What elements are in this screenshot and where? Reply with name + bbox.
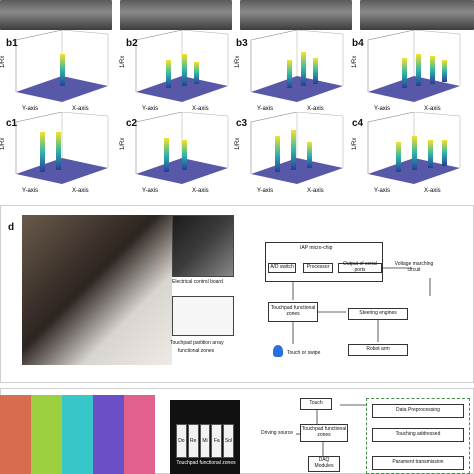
c-y-label-4: Y-axis — [374, 188, 390, 194]
c-plot-1: 1/RxY-axis X-axis — [0, 112, 109, 194]
c-x-label-3: X-axis — [307, 188, 324, 194]
touchpad-box: Touchpad functional zones — [268, 302, 318, 322]
b-plot-2: 1/RxY-axis X-axis — [120, 30, 229, 112]
c-plot-2: 1/RxY-axis X-axis — [120, 112, 229, 194]
label-c1: c1 — [6, 118, 18, 129]
b-y-axis-title-4: 1/Rx — [352, 56, 358, 68]
control-board-photo — [172, 215, 234, 277]
label-b4: b4 — [352, 38, 364, 49]
color-stripe-3 — [62, 395, 93, 474]
b-y-label-1: Y-axis — [22, 106, 38, 112]
e-touchpad-box: Touchpad functional zones — [300, 424, 348, 442]
c-plot-4: 1/RxY-axis X-axis — [352, 112, 461, 194]
ad-switch-box: A/D switch — [268, 263, 296, 273]
b-y-label-4: Y-axis — [374, 106, 390, 112]
label-b1: b1 — [6, 38, 18, 49]
zones-caption: functional zones — [178, 348, 215, 354]
c-y-axis-title-2: 1/Rx — [120, 138, 126, 150]
b-plot-1: 1/RxY-axis X-axis — [0, 30, 109, 112]
label-c2: c2 — [126, 118, 138, 129]
photo-hand-3 — [240, 0, 352, 30]
b-y-axis-title-3: 1/Rx — [235, 56, 241, 68]
output-box: Output of serial ports — [338, 261, 382, 273]
b-y-label-3: Y-axis — [257, 106, 273, 112]
c-y-axis-title-3: 1/Rx — [235, 138, 241, 150]
c-x-label-1: X-axis — [72, 188, 89, 194]
touchpad-array-image — [172, 296, 234, 336]
b-x-label-2: X-axis — [192, 106, 209, 112]
robot-arm-photo — [22, 215, 172, 365]
label-d: d — [8, 222, 15, 233]
touch-label: Touch or swipe — [287, 350, 321, 356]
color-stripe-5 — [124, 395, 155, 474]
label-c4: c4 — [352, 118, 364, 129]
steering-box: Steering engines — [348, 308, 408, 320]
c-y-label-3: Y-axis — [257, 188, 273, 194]
key-sol[interactable]: Sol — [223, 424, 234, 458]
board-caption: Electrical control board — [172, 279, 223, 285]
key-re[interactable]: Re — [187, 424, 199, 458]
photo-hand-1 — [0, 0, 112, 30]
c-x-label-4: X-axis — [424, 188, 441, 194]
b-plot-4: 1/RxY-axis X-axis — [352, 30, 461, 112]
e-daq-box: DAQ Modules — [308, 456, 340, 472]
b-x-label-1: X-axis — [72, 106, 89, 112]
b-x-label-3: X-axis — [307, 106, 324, 112]
b-y-axis-title-1: 1/Rx — [0, 56, 6, 68]
label-b2: b2 — [126, 38, 138, 49]
photo-hand-4 — [360, 0, 474, 30]
b-y-axis-title-2: 1/Rx — [120, 56, 126, 68]
c-x-label-2: X-axis — [192, 188, 209, 194]
color-stripe-2 — [31, 395, 62, 474]
array-caption: Touchpad partition array — [170, 340, 224, 346]
c-plot-3: 1/RxY-axis X-axis — [235, 112, 344, 194]
b-x-label-4: X-axis — [424, 106, 441, 112]
key-do[interactable]: Do — [176, 424, 187, 458]
e-driving-box: Driving source — [258, 428, 296, 440]
b-plot-3: 1/RxY-axis X-axis — [235, 30, 344, 112]
e-addressed-box: Touching addressed — [372, 428, 464, 442]
e-transmission-box: Parament transmission — [372, 456, 464, 470]
e-preprocess-box: Data Preprocessing — [372, 404, 464, 418]
processor-box: Processor — [303, 263, 333, 273]
chip-label: IAP micro-chip — [300, 245, 333, 251]
color-stripe-4 — [93, 395, 124, 474]
key-fa[interactable]: Fa — [211, 424, 223, 458]
finger-icon — [273, 345, 283, 357]
c-y-axis-title-1: 1/Rx — [0, 138, 6, 150]
c-y-axis-title-4: 1/Rx — [352, 138, 358, 150]
e-touchpad-caption: Touchpad functional zones — [176, 460, 236, 466]
color-stripe-1 — [0, 395, 31, 474]
chip-outline — [265, 242, 383, 282]
label-c3: c3 — [236, 118, 248, 129]
b-y-label-2: Y-axis — [142, 106, 158, 112]
photo-hand-2 — [120, 0, 232, 30]
label-b3: b3 — [236, 38, 248, 49]
key-mi[interactable]: Mi — [199, 424, 211, 458]
d-arrows — [292, 267, 431, 344]
voltage-box: Voltage marching circuit — [392, 258, 436, 278]
e-arrows — [296, 404, 366, 456]
c-y-label-2: Y-axis — [142, 188, 158, 194]
e-touch-box: Touch — [300, 398, 332, 410]
c-y-label-1: Y-axis — [22, 188, 38, 194]
robot-box: Robot arm — [348, 344, 408, 356]
